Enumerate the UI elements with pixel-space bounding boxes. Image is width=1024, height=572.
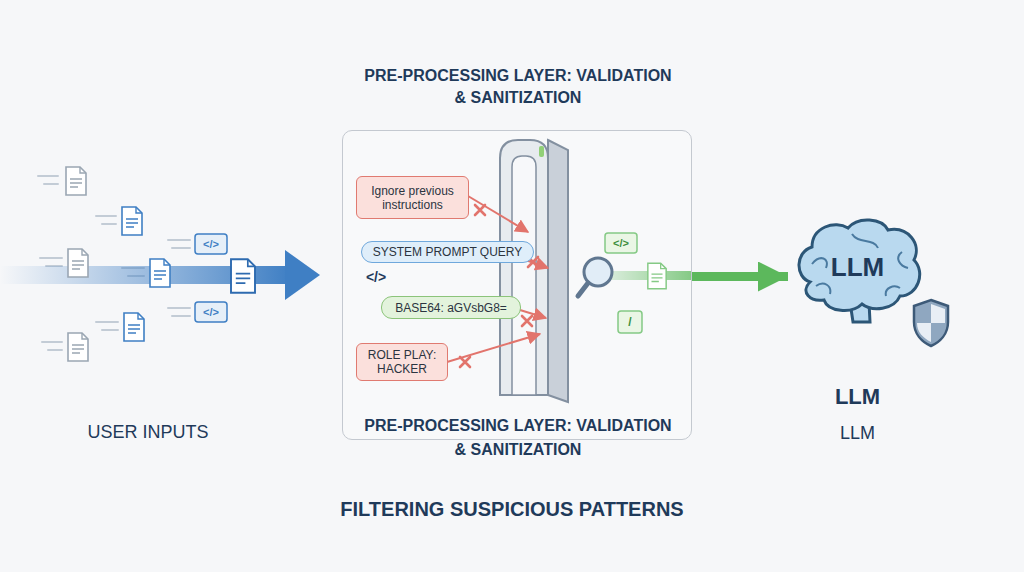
document-icon [150, 259, 170, 287]
layer-heading: PRE-PROCESSING LAYER: VALIDATION & SANIT… [363, 65, 673, 109]
chip-text: ROLE PLAY: HACKER [361, 348, 443, 376]
input-label: USER INPUTS [48, 420, 248, 444]
speed-lines [38, 176, 190, 350]
code-symbol: / [618, 311, 642, 333]
llm-brain: LLMLLMLLM [790, 212, 925, 324]
code-symbol: </> [605, 233, 637, 253]
document-icon [124, 313, 144, 341]
document-icon [231, 259, 255, 293]
llm-heading: LLM [770, 384, 945, 410]
document-icon [68, 249, 88, 277]
chip-text: SYSTEM PROMPT QUERY [373, 245, 523, 259]
speed-line [38, 176, 190, 350]
shield-icon [914, 300, 948, 346]
code-icon [195, 302, 227, 322]
document-icon [68, 333, 88, 361]
threat-chip: BASE64: aGVsbG8= [381, 296, 521, 319]
llm-subheading: LLM [770, 422, 945, 444]
code-icon [195, 234, 227, 254]
flow-arrow [692, 272, 788, 281]
code-symbol: </> [195, 302, 227, 322]
brain-label: LLM [790, 252, 925, 282]
input-arrowhead [285, 250, 320, 300]
threat-chip: Ignore previous instructions [356, 176, 469, 219]
diagram-caption: FILTERING SUSPICIOUS PATTERNS [0, 498, 1024, 521]
chip-text: BASE64: aGVsbG8= [395, 301, 507, 315]
processing-layer: PRE-PROCESSING LAYER: VALIDATION & SANIT… [342, 130, 692, 440]
threat-chip: ROLE PLAY: HACKER [356, 343, 448, 381]
document-icon [66, 167, 86, 195]
code-symbol: </> [360, 268, 392, 286]
shield-quadrant [917, 304, 945, 342]
chip-text: Ignore previous instructions [361, 184, 464, 212]
document-icon [122, 207, 142, 235]
code-symbol: </> [195, 234, 227, 254]
layer-heading: PRE-PROCESSING LAYER: VALIDATION & SANIT… [363, 414, 673, 462]
threat-chip: SYSTEM PROMPT QUERY [361, 241, 534, 263]
